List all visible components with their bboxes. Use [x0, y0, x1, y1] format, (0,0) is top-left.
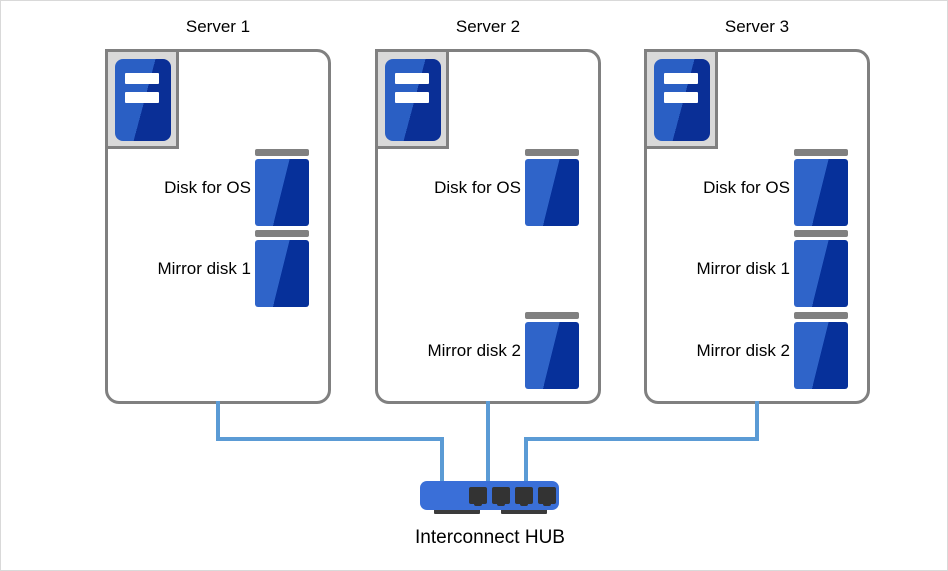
wire-server3-segment-to-hub: [524, 437, 528, 483]
disk-label-s3-slot3: Mirror disk 2: [696, 341, 790, 360]
disk-cap: [794, 149, 848, 156]
disk-cap: [794, 312, 848, 319]
hub-port-3-icon: [515, 487, 533, 506]
disk-label-s1-slot1: Disk for OS: [164, 178, 251, 197]
disk-label-s1-slot2: Mirror disk 1: [157, 259, 251, 278]
server-unit-face: [115, 59, 171, 141]
disk-label-s3-slot1: Disk for OS: [703, 178, 790, 197]
disk-icon-s1-slot2: [255, 230, 309, 307]
server-unit-bar-icon: [125, 92, 159, 103]
hub-port-4-icon: [538, 487, 556, 506]
disk-cap: [794, 230, 848, 237]
disk-icon-s3-slot2: [794, 230, 848, 307]
disk-icon-s3-slot3: [794, 312, 848, 389]
disk-body: [525, 322, 579, 389]
server-unit-icon-3: [644, 49, 718, 149]
hub-foot-right: [501, 506, 547, 514]
wire-server1-segment-to-hub: [440, 437, 444, 483]
hub-port-2-icon: [492, 487, 510, 506]
disk-cap: [255, 149, 309, 156]
server-unit-icon-1: [105, 49, 179, 149]
disk-icon-s1-slot1: [255, 149, 309, 226]
interconnect-hub-device: [420, 481, 559, 510]
disk-body: [525, 159, 579, 226]
wire-server3-segment-left: [524, 437, 759, 441]
wire-server2-segment-down: [486, 401, 490, 483]
disk-icon-s3-slot1: [794, 149, 848, 226]
disk-body: [794, 322, 848, 389]
hub-caption: Interconnect HUB: [415, 527, 565, 548]
wire-server1-segment-down: [216, 401, 220, 441]
disk-cap: [525, 312, 579, 319]
server-title-1: Server 1: [185, 17, 251, 36]
server-title-3: Server 3: [724, 17, 790, 36]
server-title-2: Server 2: [455, 17, 521, 36]
disk-icon-s2-slot3: [525, 312, 579, 389]
wire-server3-segment-down: [755, 401, 759, 441]
disk-cap: [525, 149, 579, 156]
disk-label-s3-slot2: Mirror disk 1: [696, 259, 790, 278]
disk-label-s2-slot3: Mirror disk 2: [427, 341, 521, 360]
server-unit-bar-icon: [125, 73, 159, 84]
disk-label-s2-slot1: Disk for OS: [434, 178, 521, 197]
hub-port-1-icon: [469, 487, 487, 506]
server-unit-bar-icon: [664, 92, 698, 103]
disk-body: [794, 240, 848, 307]
disk-cap: [255, 230, 309, 237]
disk-body: [255, 240, 309, 307]
server-unit-bar-icon: [395, 92, 429, 103]
server-unit-bar-icon: [395, 73, 429, 84]
disk-icon-s2-slot1: [525, 149, 579, 226]
server-unit-bar-icon: [664, 73, 698, 84]
server-unit-face: [654, 59, 710, 141]
wire-server1-segment-right: [216, 437, 444, 441]
server-unit-face: [385, 59, 441, 141]
disk-body: [794, 159, 848, 226]
disk-body: [255, 159, 309, 226]
server-unit-icon-2: [375, 49, 449, 149]
hub-foot-left: [434, 506, 480, 514]
